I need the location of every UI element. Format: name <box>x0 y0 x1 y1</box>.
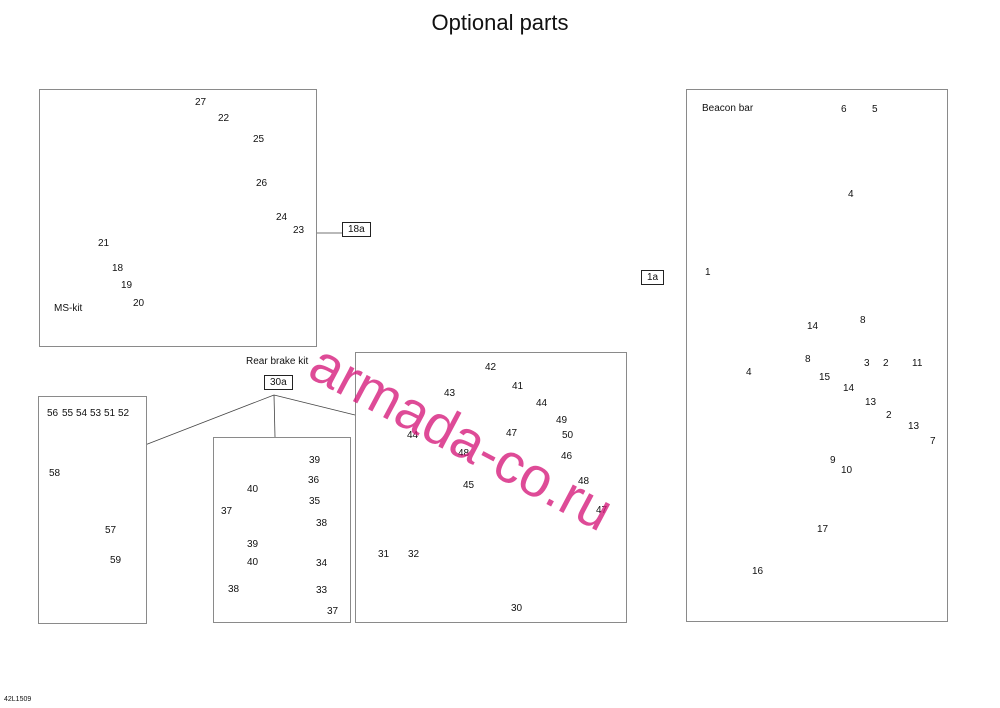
callout-number: 16 <box>752 566 764 577</box>
callout-number: 23 <box>293 225 305 236</box>
brake-main-panel <box>355 352 627 623</box>
callout-number: 44 <box>536 398 548 409</box>
callout-number: 47 <box>506 428 518 439</box>
callout-number: 53 <box>90 408 102 419</box>
callout-number: 56 <box>47 408 59 419</box>
callout-number: 38 <box>228 584 240 595</box>
callout-number: 46 <box>561 451 573 462</box>
callout-number: 15 <box>819 372 831 383</box>
callout-number: 47 <box>596 505 608 516</box>
callout-number: 39 <box>309 455 321 466</box>
callout-number: 39 <box>247 539 259 550</box>
callout-number: 13 <box>908 421 920 432</box>
callout-number: 54 <box>76 408 88 419</box>
ms-kit-panel <box>39 89 317 347</box>
callout-number: 6 <box>841 104 847 115</box>
wiring-panel <box>38 396 147 624</box>
callout-number: 2 <box>883 358 889 369</box>
callout-number: 43 <box>444 388 456 399</box>
beacon-bar-panel <box>686 89 948 622</box>
callout-number: 31 <box>378 549 390 560</box>
ms-kit-ref-box[interactable]: 18a <box>342 222 371 237</box>
callout-number: 11 <box>912 358 923 369</box>
callout-number: 36 <box>308 475 320 486</box>
callout-number: 21 <box>98 238 110 249</box>
callout-number: 42 <box>485 362 497 373</box>
callout-number: 37 <box>221 506 233 517</box>
ms-kit-label: MS-kit <box>54 303 83 314</box>
rear-brake-kit-label: Rear brake kit <box>246 356 309 367</box>
callout-number: 5 <box>872 104 878 115</box>
callout-number: 45 <box>463 480 475 491</box>
callout-number: 35 <box>309 496 321 507</box>
callout-number: 55 <box>62 408 74 419</box>
callout-number: 7 <box>930 436 936 447</box>
callout-number: 20 <box>133 298 145 309</box>
callout-number: 52 <box>118 408 130 419</box>
callout-number: 3 <box>864 358 870 369</box>
callout-number: 26 <box>256 178 268 189</box>
callout-number: 18 <box>112 263 124 274</box>
callout-number: 4 <box>746 367 752 378</box>
callout-number: 51 <box>104 408 116 419</box>
callout-number: 1 <box>705 267 711 278</box>
callout-number: 14 <box>807 321 819 332</box>
callout-number: 40 <box>247 557 259 568</box>
callout-number: 17 <box>817 524 829 535</box>
callout-number: 50 <box>562 430 574 441</box>
callout-number: 2 <box>886 410 892 421</box>
callout-number: 32 <box>408 549 420 560</box>
callout-number: 8 <box>805 354 811 365</box>
callout-number: 13 <box>865 397 877 408</box>
callout-number: 40 <box>247 484 259 495</box>
callout-number: 44 <box>407 430 419 441</box>
callout-number: 49 <box>556 415 568 426</box>
callout-number: 48 <box>458 448 470 459</box>
beacon-ref-box[interactable]: 1a <box>641 270 665 285</box>
callout-number: 57 <box>105 525 117 536</box>
rear-brake-ref-box[interactable]: 30a <box>264 375 293 390</box>
callout-number: 27 <box>195 97 207 108</box>
callout-number: 9 <box>830 455 836 466</box>
callout-number: 48 <box>578 476 590 487</box>
callout-number: 34 <box>316 558 328 569</box>
callout-number: 22 <box>218 113 230 124</box>
callout-number: 33 <box>316 585 328 596</box>
figure-code: 42L1509 <box>4 696 32 703</box>
callout-number: 8 <box>860 315 866 326</box>
callout-number: 41 <box>512 381 524 392</box>
callout-number: 19 <box>121 280 133 291</box>
callout-number: 10 <box>841 465 853 476</box>
page-title: Optional parts <box>431 10 569 35</box>
callout-number: 59 <box>110 555 122 566</box>
callout-number: 4 <box>848 189 854 200</box>
callout-number: 37 <box>327 606 339 617</box>
callout-number: 30 <box>511 603 523 614</box>
beacon-bar-label: Beacon bar <box>702 103 754 114</box>
brake-bracket-panel <box>213 437 351 623</box>
callout-number: 14 <box>843 383 855 394</box>
callout-number: 58 <box>49 468 61 479</box>
callout-number: 25 <box>253 134 265 145</box>
callout-number: 38 <box>316 518 328 529</box>
callout-number: 24 <box>276 212 288 223</box>
